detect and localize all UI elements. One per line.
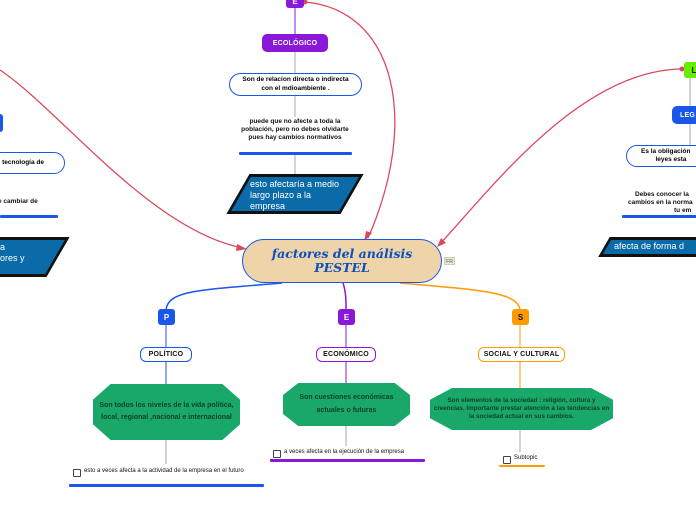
economico-description-text: Son cuestiones económicas actuales o fut… bbox=[299, 394, 394, 414]
link-social bbox=[399, 282, 521, 311]
checkbox-icon[interactable] bbox=[273, 450, 281, 458]
checkbox-icon[interactable] bbox=[73, 469, 81, 477]
politico-subtopic[interactable]: esto a veces afecta a la actividad de la… bbox=[73, 468, 253, 477]
legal-effect-text: afecta de forma d bbox=[614, 241, 685, 251]
ecologico-note-underline bbox=[239, 152, 352, 155]
left-description-text: tecnología de bbox=[2, 158, 44, 166]
social-subtopic-underline bbox=[499, 465, 545, 467]
topic-social-cultural[interactable]: SOCIAL Y CULTURAL bbox=[478, 347, 565, 362]
economico-description[interactable]: Son cuestiones económicas actuales o fut… bbox=[283, 383, 410, 426]
social-subtopic[interactable]: Subtopic bbox=[503, 455, 548, 464]
ecologico-note[interactable]: puede que no afecte a toda la población,… bbox=[241, 118, 349, 142]
social-subtopic-text: Subtopic bbox=[514, 455, 538, 461]
checkbox-icon[interactable] bbox=[503, 456, 511, 464]
social-description-text: Son elementos de la sociedad : religión,… bbox=[433, 397, 610, 420]
social-description[interactable]: Son elementos de la sociedad : religión,… bbox=[430, 388, 613, 430]
legal-description-text: Es la obligación leyes esta bbox=[641, 147, 691, 163]
economico-subtopic[interactable]: a veces afecta en la ejecución de la emp… bbox=[273, 449, 428, 458]
central-topic-title: factores del análisis PESTEL bbox=[271, 245, 413, 275]
topic-letter-ecologico[interactable]: E bbox=[286, 0, 304, 8]
legal-note-underline bbox=[622, 215, 696, 218]
politico-description-text: Son todos los niveles de la vida polític… bbox=[99, 401, 234, 421]
legal-description[interactable]: Es la obligación leyes esta bbox=[626, 145, 696, 167]
ecologico-description[interactable]: Son de relacion directa o indirecta con … bbox=[229, 73, 362, 96]
topic-letter-legal[interactable]: L bbox=[684, 62, 696, 78]
left-note-underline bbox=[0, 215, 58, 218]
arrowhead-right bbox=[437, 238, 446, 247]
politico-description[interactable]: Son todos los niveles de la vida polític… bbox=[93, 384, 240, 440]
left-effect-text: a ores y bbox=[0, 242, 40, 264]
topic-legal[interactable]: LEG bbox=[672, 106, 696, 124]
central-badge: FR bbox=[444, 257, 455, 265]
politico-subtopic-underline bbox=[69, 484, 264, 487]
relation-dot-right bbox=[679, 66, 685, 72]
topic-politico[interactable]: POLÍTICO bbox=[140, 347, 192, 362]
left-effect-line1: a bbox=[0, 242, 6, 252]
topic-letter-social[interactable]: S bbox=[512, 309, 529, 325]
left-description[interactable]: tecnología de bbox=[0, 152, 65, 174]
topic-letter-economico[interactable]: E bbox=[338, 309, 355, 325]
topic-ecologico[interactable]: ECOLÓGICO bbox=[262, 34, 328, 52]
central-topic[interactable]: factores del análisis PESTEL bbox=[242, 239, 442, 283]
ecologico-effect-text: esto afectaría a medio largo plazo a la … bbox=[250, 179, 340, 211]
politico-subtopic-text: esto a veces afecta a la actividad de la… bbox=[84, 468, 244, 474]
relation-arrow-right bbox=[439, 68, 683, 245]
link-politico bbox=[165, 282, 283, 311]
left-note[interactable]: e cambiar de bbox=[0, 198, 38, 205]
left-topic-box[interactable] bbox=[0, 114, 3, 132]
topic-letter-politico[interactable]: P bbox=[158, 309, 175, 325]
left-effect-line2: ores y bbox=[0, 252, 25, 263]
relation-arrow-top bbox=[304, 1, 396, 239]
link-economico bbox=[342, 282, 347, 311]
topic-economico[interactable]: ECONÓMICO bbox=[316, 347, 376, 362]
relation-arrow-left bbox=[0, 69, 244, 249]
economico-subtopic-text: a veces afecta en la ejecución de la emp… bbox=[284, 449, 405, 455]
economico-subtopic-underline bbox=[270, 459, 425, 462]
